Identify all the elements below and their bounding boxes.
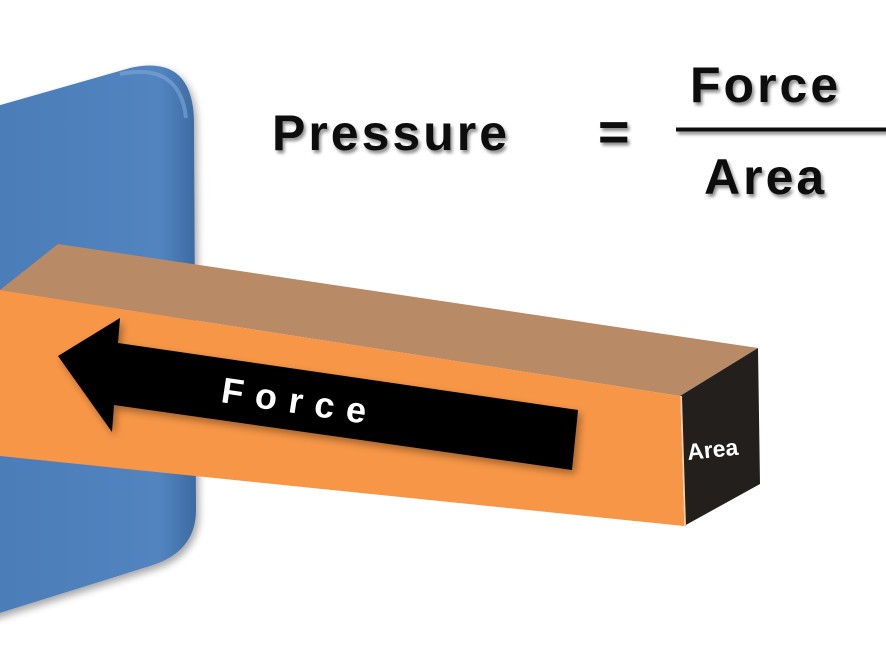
area-face-label: Area xyxy=(686,434,740,465)
formula-pressure-term: Pressure xyxy=(272,105,510,161)
formula-denominator: Area xyxy=(704,149,827,205)
formula-fraction-bar: ——————— xyxy=(676,105,886,149)
formula-equals-sign: = xyxy=(598,102,630,162)
